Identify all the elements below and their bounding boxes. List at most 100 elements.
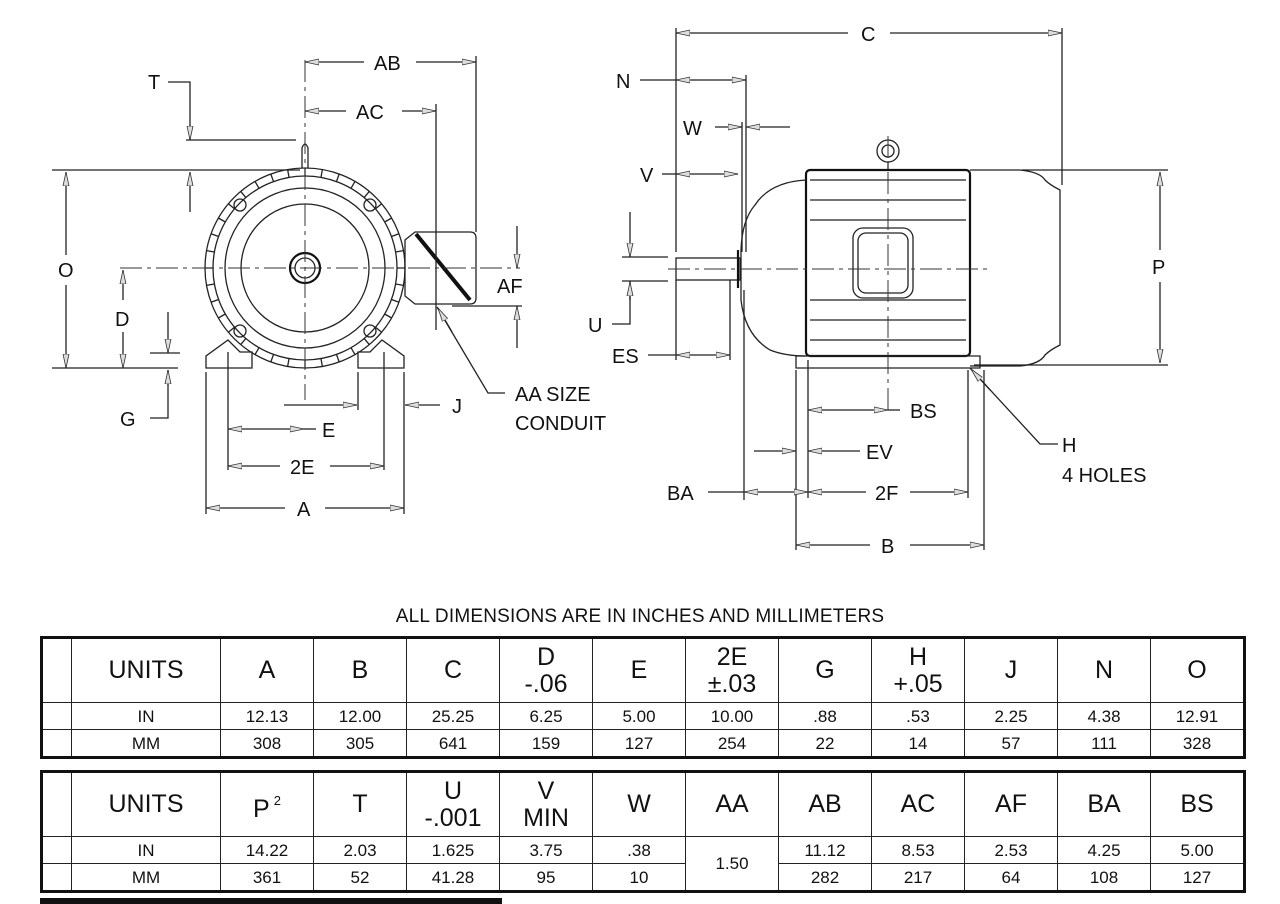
cell-ab-mm: 282 [778, 863, 872, 892]
label-D: D [115, 309, 129, 331]
column-header-ab: AB [778, 771, 872, 837]
dimension-name: P [253, 794, 270, 823]
label-conduit-2: CONDUIT [515, 413, 606, 435]
cell-o-in: 12.91 [1150, 702, 1245, 730]
label-AC: AC [356, 102, 384, 124]
cooling-fin [363, 338, 370, 346]
cooling-fin [391, 298, 400, 303]
dimension-name: O [1187, 656, 1207, 684]
column-header-2e: 2E±.03 [685, 637, 779, 703]
dimension-name: J [1004, 656, 1018, 684]
label-B: B [881, 536, 894, 558]
label-J: J [452, 396, 462, 418]
foot-left [205, 339, 253, 369]
column-header-h: H+.05 [871, 637, 965, 703]
units-header: UNITS [71, 637, 221, 703]
cooling-fin [254, 181, 260, 189]
cell-bs-in: 5.00 [1150, 836, 1245, 864]
cell-j-mm: 57 [964, 729, 1058, 758]
cooling-fin [395, 249, 404, 253]
dimension-name: H [908, 642, 928, 671]
label-EV: EV [866, 442, 893, 464]
dimension-tolerance: -.001 [424, 803, 482, 832]
cooling-fin [240, 190, 247, 198]
column-header-o: O [1150, 637, 1245, 703]
label-G: G [120, 409, 136, 431]
cooling-fin [206, 283, 215, 287]
conduit-cover [414, 232, 472, 302]
blank-cell [41, 771, 72, 837]
units-header: UNITS [71, 771, 221, 837]
cell-e-mm: 127 [592, 729, 686, 758]
cooling-fin [350, 347, 356, 355]
cell-u-mm: 41.28 [406, 863, 500, 892]
cell-j-in: 2.25 [964, 702, 1058, 730]
cell-h-mm: 14 [871, 729, 965, 758]
cooling-fin [384, 313, 392, 319]
dimension-name: W [627, 790, 651, 818]
cell-n-mm: 111 [1057, 729, 1151, 758]
front-view: T AB AC O D G AF AA [52, 53, 606, 521]
cooling-fin [375, 326, 383, 333]
dimension-name: AA [715, 790, 749, 818]
cell-aa-in: 1.50 [685, 836, 779, 892]
cooling-fin [363, 190, 370, 198]
dimension-name: B [351, 656, 369, 684]
cooling-fin [335, 173, 340, 182]
dimension-name: C [443, 656, 463, 684]
column-header-d: D-.06 [499, 637, 593, 703]
label-O: O [58, 260, 74, 282]
column-header-af: AF [964, 771, 1058, 837]
cell-o-mm: 328 [1150, 729, 1245, 758]
column-header-w: W [592, 771, 686, 837]
column-header-g: G [778, 637, 872, 703]
column-header-ac: AC [871, 771, 965, 837]
cell-n-in: 4.38 [1057, 702, 1151, 730]
cell-ac-mm: 217 [871, 863, 965, 892]
dimension-name: A [258, 656, 276, 684]
column-header-bs: BS [1150, 771, 1245, 837]
cell-2e-mm: 254 [685, 729, 779, 758]
column-header-t: T [313, 771, 407, 837]
dimension-tolerance: MIN [523, 803, 569, 832]
footer-rule [40, 898, 502, 904]
column-header-aa: AA [685, 771, 779, 837]
cooling-fin [227, 203, 235, 210]
cell-ba-in: 4.25 [1057, 836, 1151, 864]
label-AB: AB [374, 53, 401, 75]
cell-ba-mm: 108 [1057, 863, 1151, 892]
label-E: E [322, 420, 335, 442]
dimension-tolerance: ±.03 [707, 669, 757, 698]
label-C: C [861, 24, 875, 46]
cell-d-mm: 159 [499, 729, 593, 758]
label-BA: BA [667, 483, 694, 505]
cell-a-in: 12.13 [220, 702, 314, 730]
dimension-name: 2E [716, 642, 748, 671]
cooling-fin [227, 326, 235, 333]
cell-2e-in: 10.00 [685, 702, 779, 730]
cell-b-mm: 305 [313, 729, 407, 758]
column-header-n: N [1057, 637, 1151, 703]
label-U: U [588, 315, 602, 337]
dimensions-caption: ALL DIMENSIONS ARE IN INCHES AND MILLIME… [395, 606, 885, 627]
cell-c-mm: 641 [406, 729, 500, 758]
cooling-fin [218, 217, 226, 223]
blank-cell [41, 863, 72, 892]
dimension-name: N [1094, 656, 1114, 684]
cell-w-mm: 10 [592, 863, 686, 892]
cell-p-in: 14.22 [220, 836, 314, 864]
cell-t-mm: 52 [313, 863, 407, 892]
column-header-a: A [220, 637, 314, 703]
cell-ac-in: 8.53 [871, 836, 965, 864]
label-conduit-1: AA SIZE [515, 384, 591, 406]
cooling-fin [270, 354, 275, 363]
